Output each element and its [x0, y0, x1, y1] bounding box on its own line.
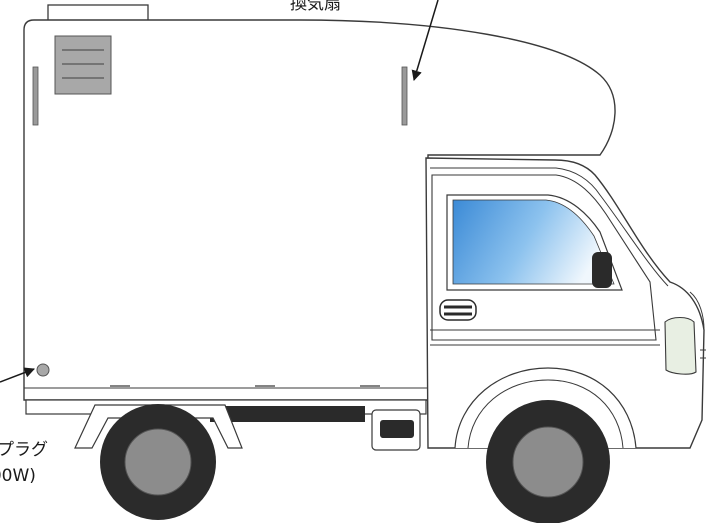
vent-fan: [55, 36, 111, 94]
plug-socket-icon: [37, 364, 49, 376]
rear-wheel: [100, 404, 216, 520]
door-handle: [440, 300, 476, 320]
vent-fan-label: 換気扇: [290, 0, 341, 14]
roof-hatch: [48, 5, 148, 21]
undercarriage: [210, 406, 365, 422]
side-marker-left: [33, 67, 38, 125]
power-plug-label: カプラグ: [0, 440, 48, 460]
side-mirror: [592, 252, 612, 288]
headlight: [665, 318, 696, 375]
front-wheel: [486, 400, 610, 523]
power-spec-label: 500W): [0, 466, 36, 486]
side-marker-right: [402, 67, 407, 125]
